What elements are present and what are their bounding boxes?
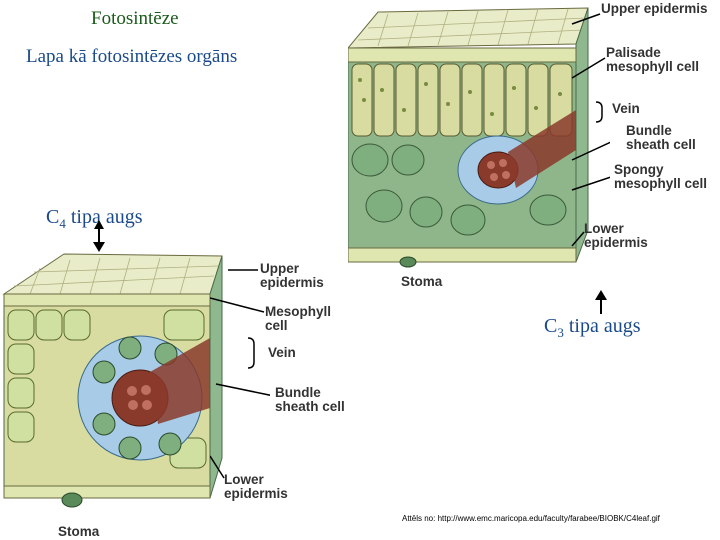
c3-label-lower-epidermis: Lower epidermis [584, 221, 648, 250]
page-subtitle: Lapa kā fotosintēzes orgāns [26, 46, 238, 67]
c4-arrow [93, 222, 105, 252]
c3-label-upper-epidermis: Upper epidermis [601, 1, 708, 16]
c4-leaf-diagram [2, 253, 223, 508]
c3-label-bundle-sheath: Bundle sheath cell [626, 123, 696, 152]
c4-label-bundle-sheath: Bundle sheath cell [275, 385, 345, 414]
c4-plant-label: C4 tipa augs [46, 206, 143, 231]
c4-label-mesophyll: Mesophyll cell [265, 304, 332, 333]
c3-leaf-diagram [348, 7, 589, 268]
c4-label-stoma: Stoma [58, 524, 100, 539]
c3-arrow [595, 290, 607, 314]
c4-label-vein: Vein [268, 345, 296, 360]
c3-label-palisade: Palisade mesophyll cell [606, 45, 700, 74]
c4-leader-lines [210, 269, 270, 479]
c3-leader-lines [571, 13, 610, 247]
c3-label-stoma: Stoma [401, 274, 443, 289]
image-credit: Attēls no: http://www.emc.maricopa.edu/f… [402, 514, 660, 523]
c3-label-vein: Vein [612, 101, 640, 116]
page-title: Fotosintēze [91, 8, 179, 29]
c4-label-upper-epidermis: Upper epidermis [260, 261, 324, 290]
c3-label-spongy: Spongy mesophyll cell [614, 162, 708, 191]
c4-label-lower-epidermis: Lower epidermis [224, 472, 288, 501]
c3-plant-label: C3 tipa augs [544, 315, 641, 340]
